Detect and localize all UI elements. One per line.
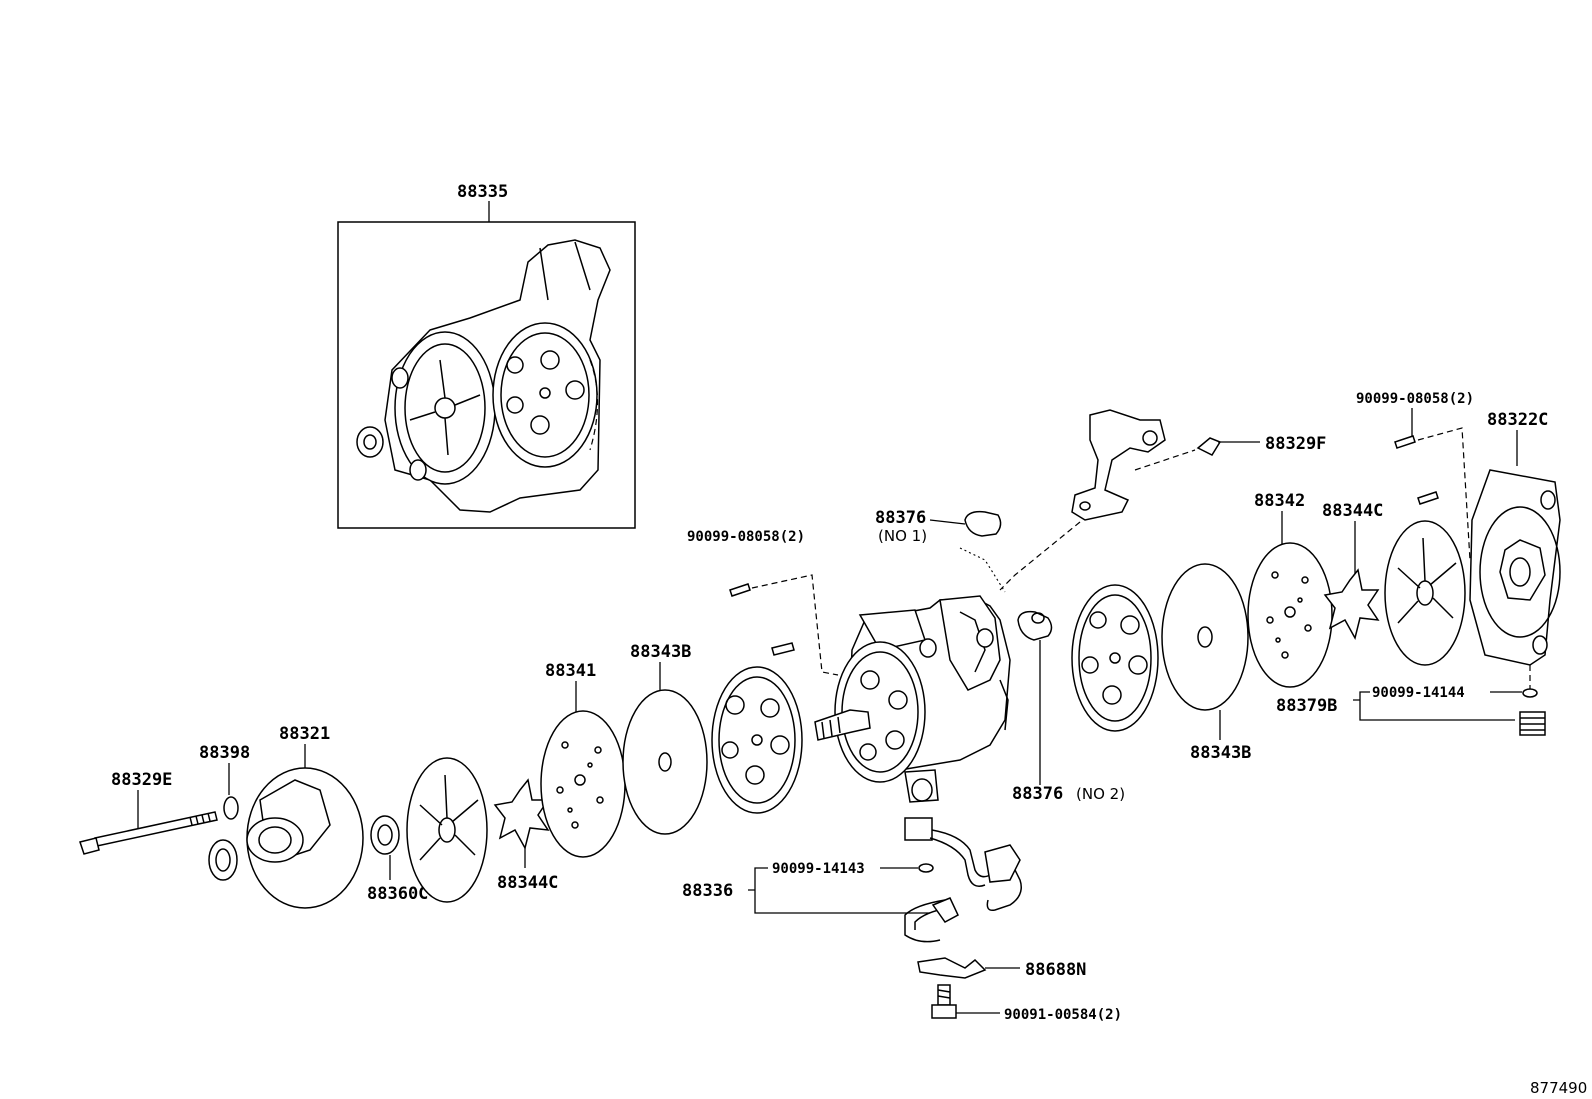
valve-plate-88342[interactable]: 88342 — [1247, 491, 1333, 688]
pin-90099-08058-left[interactable]: 90099-08058(2) — [687, 529, 839, 676]
bracket-and-bolt-88329f[interactable]: 88329F — [999, 409, 1326, 591]
snap-ring-88398[interactable]: 88398 — [199, 743, 250, 820]
gasket-88343b-left[interactable]: 88343B — [622, 642, 708, 835]
front-housing-plate[interactable] — [711, 666, 803, 814]
callout-88343b-right: 88343B — [1190, 743, 1251, 763]
callout-90091-00584: 90091-00584(2) — [1004, 1007, 1122, 1023]
callout-88343b-left: 88343B — [630, 642, 691, 662]
figure-reference-number: 877490 — [1530, 1079, 1587, 1097]
callout-88322c: 88322C — [1487, 410, 1548, 430]
callout-88321: 88321 — [279, 724, 330, 744]
armature-plate-left[interactable] — [406, 757, 488, 903]
callout-88329e: 88329E — [111, 770, 172, 790]
rear-housing-plate[interactable] — [1071, 584, 1159, 732]
rear-head-88322c[interactable]: 88322C — [1469, 410, 1561, 695]
wire-harness-88336[interactable]: 88336 90099-14143 — [682, 817, 1022, 943]
armature-plate-right[interactable] — [1384, 520, 1466, 666]
callout-88335: 88335 — [457, 182, 508, 202]
callout-90099-14144: 90099-14144 — [1372, 685, 1465, 701]
spider-88344c-left[interactable]: 88344C — [493, 778, 558, 893]
compressor-body[interactable] — [814, 595, 1011, 803]
through-bolt-88329e[interactable]: 88329E — [79, 770, 218, 855]
callout-88329f: 88329F — [1265, 434, 1326, 454]
callout-90099-08058-left: 90099-08058(2) — [687, 529, 805, 545]
callout-88344c-left: 88344C — [497, 873, 558, 893]
callout-90099-08058-right: 90099-08058(2) — [1356, 391, 1474, 407]
gasket-88343b-right[interactable]: 88343B — [1161, 563, 1251, 763]
callout-88376-no1-note: (NO 1) — [878, 527, 927, 545]
callout-88379b: 88379B — [1276, 696, 1337, 716]
clip-88688n[interactable]: 88688N — [917, 957, 1086, 980]
callout-88398: 88398 — [199, 743, 250, 763]
callout-88376-no1: 88376 — [875, 508, 926, 528]
callout-88344c-right: 88344C — [1322, 501, 1383, 521]
callout-90099-14143: 90099-14143 — [772, 861, 865, 877]
compressor-assembly-inset[interactable]: 88335 — [337, 182, 636, 529]
callout-88342: 88342 — [1254, 491, 1305, 511]
callout-88688n: 88688N — [1025, 960, 1086, 980]
relief-valve-88376-no1[interactable]: 88376 (NO 1) — [875, 508, 1006, 593]
relief-valve-88376-no2[interactable]: 88376 (NO 2) — [1012, 610, 1125, 804]
callout-88336: 88336 — [682, 881, 733, 901]
bearing-88360c[interactable]: 88360C — [367, 815, 428, 904]
callout-88360c: 88360C — [367, 884, 428, 904]
callout-88376-no2: 88376 — [1012, 784, 1063, 804]
callout-88341: 88341 — [545, 661, 596, 681]
valve-88379b[interactable]: 88379B 90099-14144 — [1276, 685, 1546, 736]
valve-plate-88341[interactable]: 88341 — [540, 661, 626, 858]
callout-88376-no2-note: (NO 2) — [1076, 785, 1125, 803]
spider-88344c-right[interactable]: 88344C — [1322, 501, 1383, 641]
screw-90091-00584[interactable]: 90091-00584(2) — [931, 984, 1122, 1023]
clutch-hub-88321[interactable]: 88321 — [208, 724, 364, 909]
